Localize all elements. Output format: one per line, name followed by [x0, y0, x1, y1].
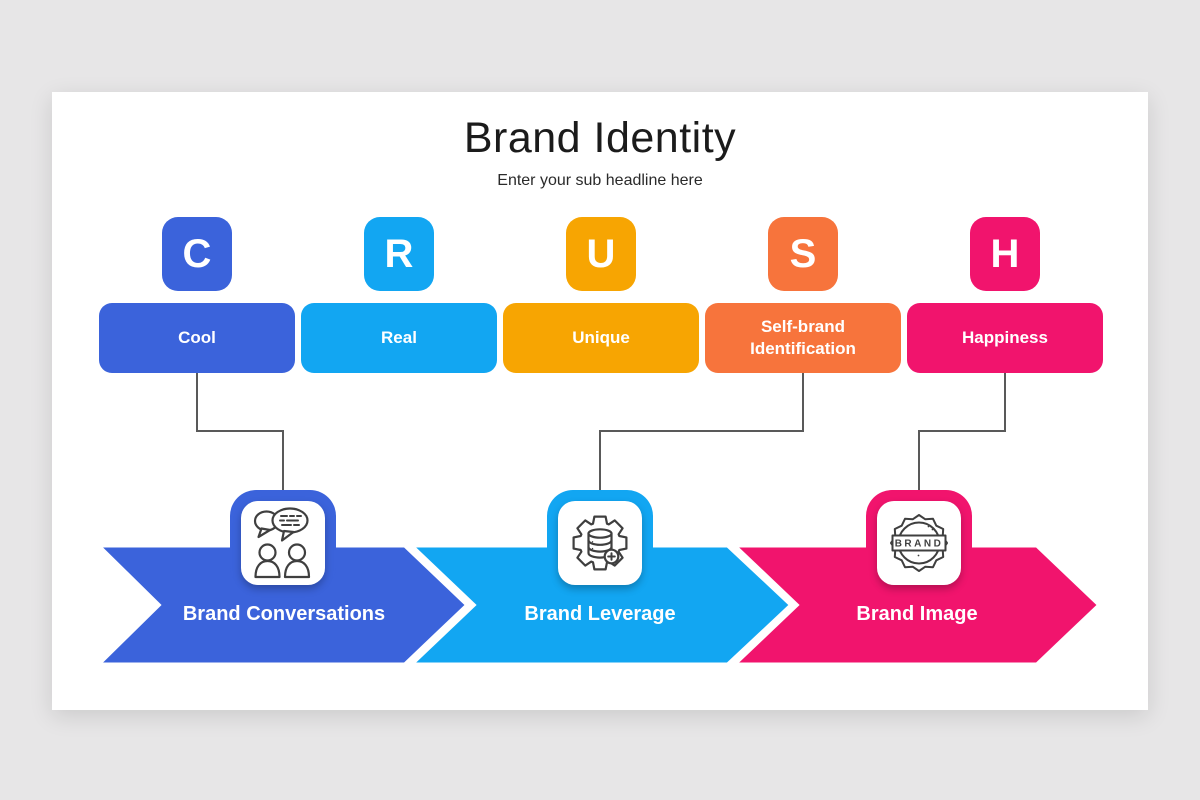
letter-box-c: C — [162, 217, 232, 291]
letter-box-u: U — [566, 217, 636, 291]
letter-box-r: R — [364, 217, 434, 291]
icon-box-brand-image: BRAND — [866, 490, 972, 592]
bar-unique-label: Unique — [572, 327, 630, 347]
flow-diagram — [90, 373, 1104, 668]
connector-happiness-to-image — [918, 373, 1006, 497]
letter-box-s: S — [768, 217, 838, 291]
icon-box-brand-image-inner: BRAND — [877, 501, 961, 585]
page-title: Brand Identity — [463, 114, 737, 162]
arrow-brand-leverage — [403, 542, 796, 668]
letter-box-h: H — [970, 217, 1040, 291]
arrow-label-leverage: Brand Leverage — [524, 603, 676, 625]
icon-box-leverage — [547, 490, 653, 592]
gear-database-icon — [572, 515, 628, 571]
icon-box-leverage-inner — [558, 501, 642, 585]
arrow-label-conversations: Brand Conversations — [182, 603, 386, 625]
letter-h: H — [990, 231, 1020, 276]
slide: Brand Identity Enter your sub headline h… — [52, 92, 1148, 710]
bar-cool: Cool — [99, 303, 295, 373]
bar-unique: Unique — [503, 303, 699, 373]
letter-c: C — [182, 231, 212, 276]
letter-s: S — [789, 231, 817, 276]
connector-cool-to-conversations — [196, 373, 284, 497]
page-subtitle: Enter your sub headline here — [497, 172, 703, 189]
arrow-brand-image — [726, 542, 1104, 668]
brand-badge-text: BRAND — [895, 539, 944, 550]
letter-r: R — [384, 231, 414, 276]
bar-self-brand: Self-brand Identification — [705, 303, 901, 373]
letter-u: U — [586, 231, 616, 276]
bar-happiness: Happiness — [907, 303, 1103, 373]
bar-real-label: Real — [381, 327, 417, 347]
bar-happiness-label: Happiness — [962, 327, 1048, 347]
icon-box-conversations — [230, 490, 336, 592]
bar-cool-label: Cool — [178, 327, 216, 347]
conversation-icon — [253, 507, 311, 579]
bar-real: Real — [301, 303, 497, 373]
bar-self-brand-label: Self-brand Identification — [750, 316, 856, 358]
brand-badge-icon: BRAND — [890, 514, 948, 572]
arrow-label-image: Brand Image — [856, 603, 978, 625]
icon-box-conversations-inner — [241, 501, 325, 585]
connector-selfbrand-to-leverage — [599, 373, 804, 497]
arrow-brand-conversations — [90, 542, 472, 668]
